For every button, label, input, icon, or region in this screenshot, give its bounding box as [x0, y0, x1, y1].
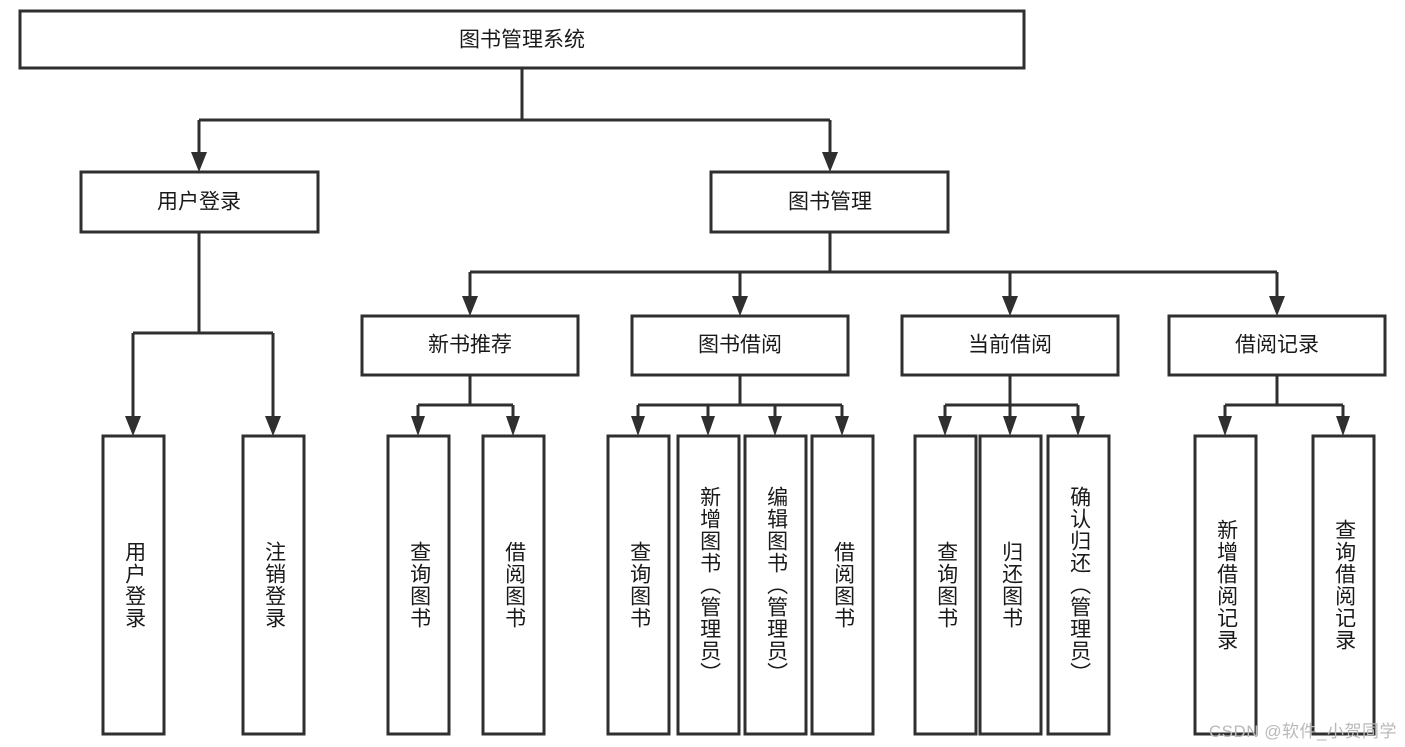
leaf-box-book-borrow-1[interactable] — [676, 434, 741, 736]
connector-group-book-borrow — [631, 375, 849, 436]
node-borrow-record-box[interactable] — [1167, 314, 1387, 377]
node-book-manage-box[interactable] — [709, 170, 950, 234]
arrow-book-manage-to-l3-3 — [1269, 296, 1285, 316]
node-root-label: 图书管理系统 — [459, 29, 585, 52]
arrow-book-borrow-to-leaf1 — [701, 416, 715, 436]
node-new-book-recommend-label: 新书推荐 — [428, 334, 512, 357]
node-book-borrow-label: 图书借阅 — [698, 334, 782, 357]
connector-group-current-borrow — [938, 375, 1085, 436]
arrow-book-manage-to-l3-0 — [462, 296, 478, 316]
arrow-user-login-to-leaf1 — [265, 416, 281, 436]
arrow-book-manage-to-l3-2 — [1002, 296, 1018, 316]
arrow-book-borrow-to-leaf3 — [835, 416, 849, 436]
leaf-box-book-borrow-3[interactable] — [810, 434, 875, 736]
arrow-borrow-record-to-leaf0 — [1218, 416, 1232, 436]
connector-group-user-login — [125, 232, 281, 436]
arrow-user-login-to-leaf0 — [125, 416, 141, 436]
arrow-book-manage-to-l3-1 — [732, 296, 748, 316]
node-root-box[interactable] — [18, 9, 1026, 70]
leaf-box-user-login-0[interactable] — [101, 434, 166, 736]
node-user-login-label: 用户登录 — [157, 191, 241, 214]
node-current-borrow-box[interactable] — [900, 314, 1120, 377]
node-user-login-box[interactable] — [79, 170, 320, 234]
node-book-manage-label: 图书管理 — [788, 191, 872, 214]
leaf-box-current-borrow-2[interactable] — [1046, 434, 1111, 736]
arrow-root-to-user-login — [191, 152, 207, 172]
arrow-current-borrow-to-leaf1 — [1003, 416, 1017, 436]
watermark-label: CSDN @软件_小贺同学 — [1208, 722, 1397, 741]
leaf-box-new-book-0[interactable] — [386, 434, 451, 736]
arrow-book-borrow-to-leaf0 — [631, 416, 645, 436]
leaf-box-current-borrow-1[interactable] — [978, 434, 1043, 736]
leaf-box-borrow-record-0[interactable] — [1193, 434, 1258, 736]
arrow-current-borrow-to-leaf0 — [938, 416, 952, 436]
arrow-new-book-to-leaf1 — [506, 416, 520, 436]
arrow-book-borrow-to-leaf2 — [768, 416, 782, 436]
connector-group-root — [191, 68, 838, 172]
node-new-book-recommend-box[interactable] — [360, 314, 580, 377]
leaf-box-book-borrow-2[interactable] — [743, 434, 808, 736]
node-borrow-record-label: 借阅记录 — [1235, 334, 1319, 357]
leaf-box-book-borrow-0[interactable] — [606, 434, 671, 736]
connector-group-book-manage — [462, 232, 1285, 316]
leaf-box-user-login-1[interactable] — [241, 434, 306, 736]
connector-group-new-book — [411, 375, 520, 436]
leaf-box-new-book-1[interactable] — [481, 434, 546, 736]
arrow-new-book-to-leaf0 — [411, 416, 425, 436]
node-current-borrow-label: 当前借阅 — [968, 334, 1052, 357]
arrow-borrow-record-to-leaf1 — [1336, 416, 1350, 436]
node-book-borrow-box[interactable] — [630, 314, 850, 377]
arrow-current-borrow-to-leaf2 — [1071, 416, 1085, 436]
connector-group-borrow-record — [1218, 375, 1350, 436]
leaf-box-borrow-record-1[interactable] — [1311, 434, 1376, 736]
arrow-root-to-book-manage — [822, 152, 838, 172]
leaf-box-current-borrow-0[interactable] — [913, 434, 978, 736]
